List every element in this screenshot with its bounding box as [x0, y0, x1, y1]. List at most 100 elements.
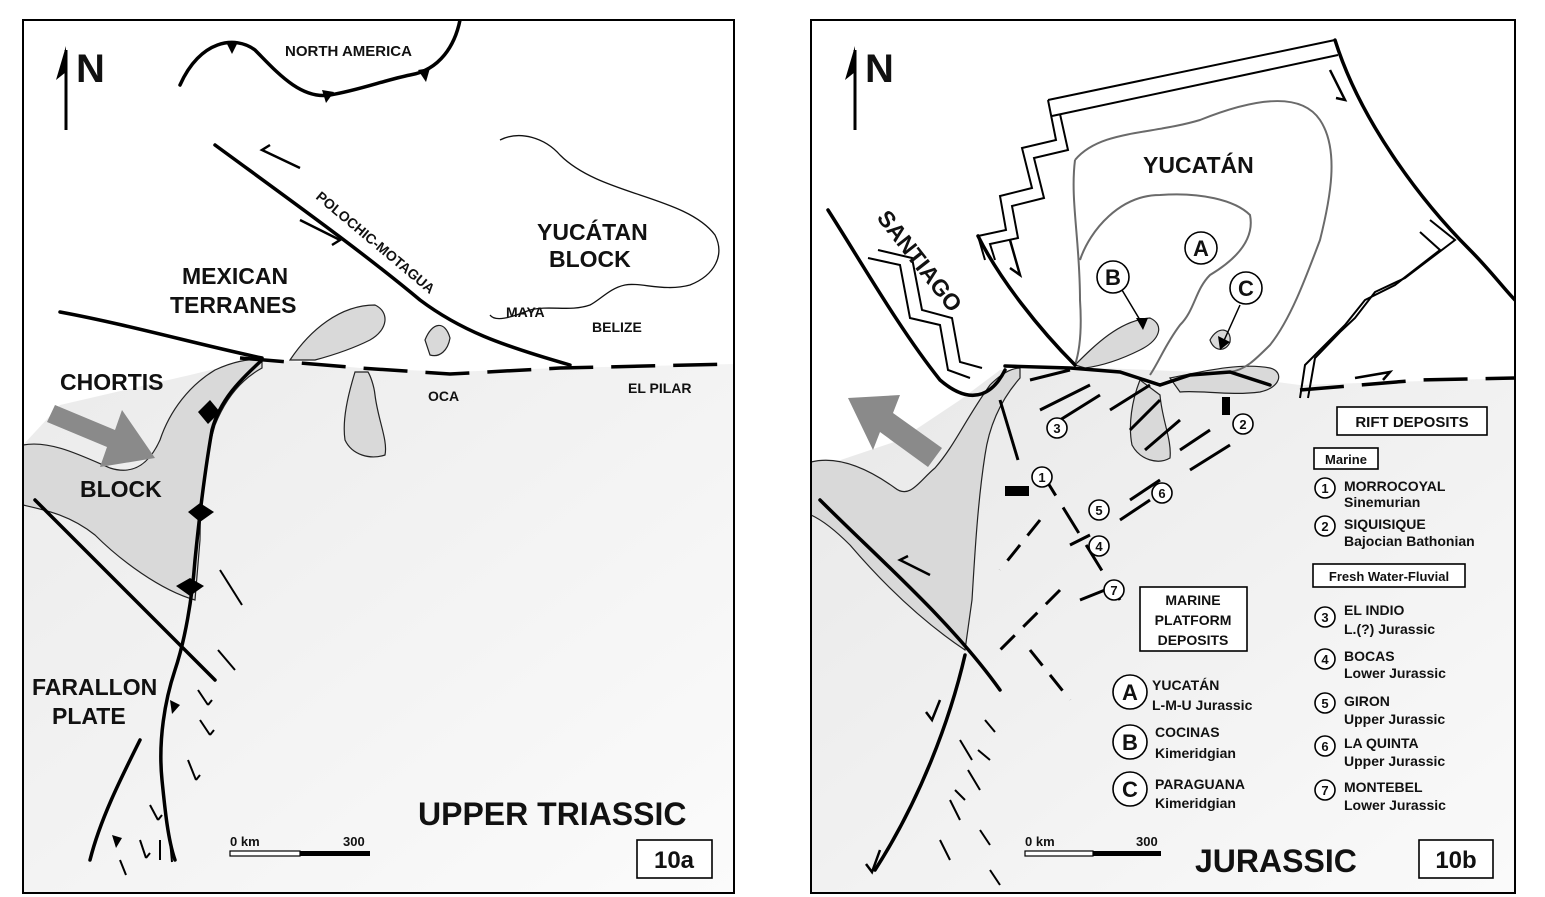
legend-platform-deposits: MARINE PLATFORM DEPOSITS A YUCATÁN L-M-U…: [1112, 586, 1253, 811]
ridge-diamond: [198, 400, 220, 424]
map-marker-3: 3: [1046, 417, 1068, 439]
svg-text:GIRON: GIRON: [1344, 693, 1390, 709]
label-north-america: NORTH AMERICA: [285, 43, 412, 60]
fig-label-a: 10a: [654, 847, 695, 874]
svg-text:BOCAS: BOCAS: [1344, 648, 1395, 664]
motion-half-arrow: [1328, 69, 1348, 102]
yucatan-block-outline: [1074, 100, 1333, 373]
svg-text:DEPOSITS: DEPOSITS: [1158, 632, 1229, 648]
rift-ticks-a: [119, 689, 215, 876]
legend-item-c: C PARAGUANA Kimeridgian: [1112, 771, 1245, 811]
map-marker-6: 6: [1151, 482, 1173, 504]
svg-text:MORROCOYAL: MORROCOYAL: [1344, 478, 1446, 494]
subduction-tooth: [226, 42, 238, 54]
svg-text:B: B: [1105, 265, 1121, 290]
panel-b-frame: [810, 19, 1516, 894]
svg-text:L.(?) Jurassic: L.(?) Jurassic: [1344, 621, 1435, 637]
svg-text:3: 3: [1321, 610, 1328, 625]
legend-item-4: 4 BOCAS Lower Jurassic: [1314, 648, 1446, 681]
label-mexican: MEXICAN: [182, 263, 288, 289]
north-arrow-b: N: [845, 46, 894, 130]
svg-text:LA QUINTA: LA QUINTA: [1344, 735, 1419, 751]
label-polochic-motagua: POLOCHIC-MOTAGUA: [313, 188, 438, 297]
svg-text:YUCATÁN: YUCATÁN: [1152, 677, 1219, 693]
cocinas-land: [1073, 317, 1160, 369]
svg-text:6: 6: [1158, 486, 1165, 501]
spreading-ridge: [159, 358, 264, 862]
north-label: N: [76, 47, 105, 91]
chortis-land: [23, 358, 263, 601]
north-label: N: [865, 47, 894, 91]
scale-start: 0 km: [1025, 834, 1055, 849]
svg-text:B: B: [1122, 730, 1138, 755]
svg-text:MARINE: MARINE: [1165, 592, 1220, 608]
label-maya: MAYA: [506, 304, 545, 320]
label-yucatan-block-1: YUCÁTAN: [537, 218, 648, 245]
scale-bar-a: 0 km 300: [229, 834, 370, 857]
legend-item-1: 1 MORROCOYAL Sinemurian: [1314, 477, 1446, 510]
panel-10b: N YUCATÁN SANTIAGO A B C 1 2 3 4 5 6 7 R…: [810, 19, 1516, 894]
svg-text:A: A: [1122, 680, 1138, 705]
map-marker-5: 5: [1088, 499, 1110, 521]
label-oca: OCA: [428, 388, 459, 404]
svg-text:1: 1: [1321, 481, 1328, 496]
svg-text:7: 7: [1321, 783, 1328, 798]
subduction-tooth: [322, 90, 334, 103]
motion-half-arrow: [1008, 239, 1023, 279]
svg-text:C: C: [1238, 276, 1254, 301]
oca-el-pilar-fault: [239, 356, 734, 376]
chortis-west-fault: [33, 498, 217, 682]
map-marker-c: C: [1229, 271, 1263, 305]
age-title-b: JURASSIC: [1195, 843, 1357, 879]
svg-text:7: 7: [1110, 583, 1117, 598]
svg-text:2: 2: [1321, 519, 1328, 534]
south-america-motion-arrow: [848, 395, 942, 467]
rifted-margin-steps: [867, 39, 1457, 399]
legend-item-6: 6 LA QUINTA Upper Jurassic: [1314, 735, 1445, 769]
yucatan-west-outline: [1072, 159, 1082, 366]
svg-text:1: 1: [1038, 470, 1045, 485]
svg-text:Kimeridgian: Kimeridgian: [1155, 795, 1236, 811]
legend-item-5: 5 GIRON Upper Jurassic: [1314, 692, 1445, 727]
fresh-title: Fresh Water-Fluvial: [1329, 569, 1449, 584]
honduras-bay-land: [343, 371, 387, 458]
motion-half-arrow: [1354, 370, 1394, 381]
svg-text:Lower Jurassic: Lower Jurassic: [1344, 797, 1446, 813]
age-title-a: UPPER TRIASSIC: [418, 796, 686, 832]
svg-text:L-M-U Jurassic: L-M-U Jurassic: [1152, 697, 1253, 713]
label-yucatan: YUCATÁN: [1143, 151, 1254, 178]
polochic-motagua-fault: [213, 143, 572, 367]
south-america-land: [811, 367, 1021, 652]
svg-text:Bajocian Bathonian: Bajocian Bathonian: [1344, 533, 1475, 549]
subduction-tooth: [170, 700, 180, 714]
svg-text:6: 6: [1321, 739, 1328, 754]
legend-item-2: 2 SIQUISIQUE Bajocian Bathonian: [1314, 515, 1475, 549]
map-marker-7: 7: [1103, 579, 1125, 601]
scale-end: 300: [343, 834, 365, 849]
svg-text:4: 4: [1321, 652, 1329, 667]
svg-text:PLATFORM: PLATFORM: [1155, 612, 1232, 628]
motion-half-arrow: [299, 218, 343, 247]
caribbean-boundary: [1003, 364, 1272, 387]
rift-deposit-block: [1222, 397, 1230, 415]
legend-item-b: B COCINAS Kimeridgian: [1112, 724, 1236, 761]
legend-item-a: A YUCATÁN L-M-U Jurassic: [1112, 674, 1253, 713]
label-block: BLOCK: [80, 476, 162, 502]
label-terranes: TERRANES: [170, 292, 297, 318]
yucatan-coastline: [489, 135, 720, 320]
ridge-diamond: [176, 578, 204, 596]
chortis-motion-arrow: [47, 405, 155, 467]
north-arrow-a: N: [56, 46, 105, 130]
label-plate: PLATE: [52, 703, 126, 729]
svg-text:EL INDIO: EL INDIO: [1344, 602, 1405, 618]
ridge-diamond: [188, 503, 214, 522]
legend-item-3: 3 EL INDIO L.(?) Jurassic: [1314, 602, 1435, 637]
el-pilar-b: [1299, 376, 1515, 392]
western-boundary-fault: [818, 498, 1002, 692]
svg-text:MONTEBEL: MONTEBEL: [1344, 779, 1423, 795]
svg-text:Kimeridgian: Kimeridgian: [1155, 745, 1236, 761]
legend-rift-deposits: RIFT DEPOSITS Marine 1 MORROCOYAL Sinemu…: [1312, 406, 1488, 813]
svg-text:5: 5: [1321, 696, 1328, 711]
fig-box-b: [1418, 839, 1494, 879]
label-farallon: FARALLON: [32, 674, 157, 700]
